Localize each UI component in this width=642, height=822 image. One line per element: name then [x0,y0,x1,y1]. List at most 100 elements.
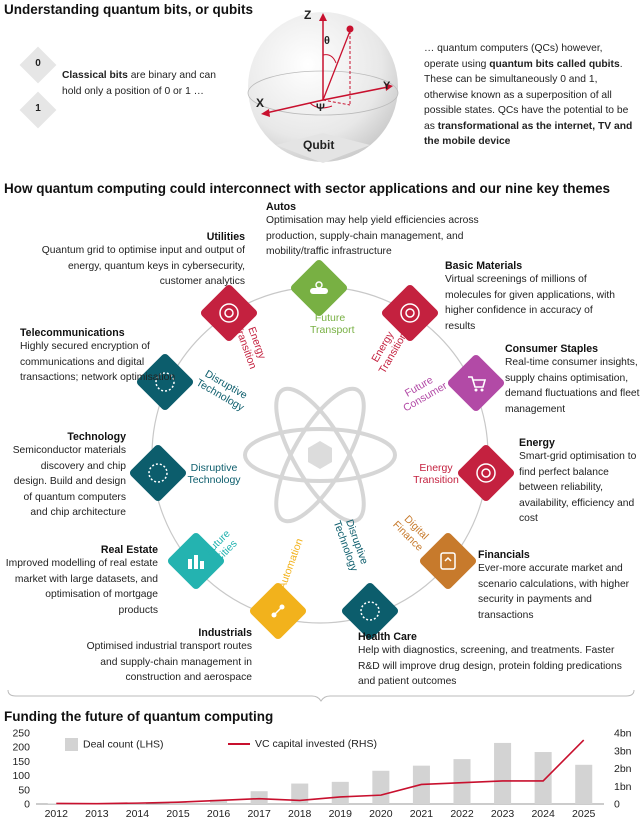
future-consumer-tile [446,353,506,413]
left-axis-tick-label: 200 [12,742,30,754]
right-axis-tick-label: 2bn [614,763,632,775]
vc-capital-line [56,739,585,805]
disruptive-technology-tile-technology [128,443,188,503]
x-axis-tick-label: 2013 [85,808,109,820]
x-axis-tick-label: 2020 [369,808,393,820]
bloch-sphere [247,12,399,163]
sector-title: Industrials [198,627,252,639]
digital-finance-tile [418,531,478,591]
qc-text-part1: … quantum computers (QCs) however, opera… [424,43,603,70]
sector-title: Utilities [206,231,245,243]
legend-vc-capital: VC capital invested (RHS) [228,738,377,750]
legend-bar-swatch [65,738,78,751]
future-cities-tile [166,531,226,591]
x-axis-tick-label: 2018 [288,808,312,820]
sector-title: Basic Materials [445,260,523,272]
x-axis-tick-label: 2023 [491,808,515,820]
sector-title: Consumer Staples [505,343,599,355]
bit-0-label: 0 [35,58,41,69]
x-axis-tick-label: 2022 [450,808,474,820]
deal-count-bar [210,799,228,804]
disruptive-technology-tile-telecom [135,352,195,412]
sector-text: Optimised industrial transport routes an… [86,641,252,683]
right-axis-tick-label: 1bn [614,781,632,793]
qubit-label: Qubit [303,138,335,152]
automation-tile [248,581,308,641]
left-axis-tick-label: 100 [12,770,30,782]
sector-text: Ever-more accurate market and scenario c… [478,563,630,621]
legend-line-swatch [228,743,250,746]
sector-utilities: Utilities Quantum grid to optimise input… [40,231,245,290]
legend-line-label: VC capital invested (RHS) [255,738,377,750]
legend-deal-count: Deal count (LHS) [65,738,164,751]
funding-title: Funding the future of quantum computing [4,709,274,724]
sector-technology: Technology Semiconductor materials disco… [8,431,126,521]
deal-count-bar [494,742,512,804]
theme-wheel [151,286,489,624]
right-axis-tick-label: 4bn [614,728,632,740]
classical-bits-text: Classical bits are binary and can hold o… [62,68,232,99]
left-axis-tick-label: 0 [24,799,30,811]
sector-text: Real-time consumer insights, supply chai… [505,357,640,415]
classical-bits-bold: Classical bits [62,70,128,81]
sector-text: Optimisation may help yield efficiencies… [266,215,479,257]
sector-basic-materials: Basic Materials Virtual screenings of mi… [445,260,625,334]
theme-label-energy-transition-energy: Energy Transition [413,462,459,486]
qc-text-bold2: transformational as the internet, TV and… [424,120,633,148]
x-axis-tick-label: 2012 [45,808,69,820]
sector-text: Quantum grid to optimise input and outpu… [41,245,245,287]
section-brace [7,689,635,702]
deal-count-bar [250,791,268,804]
sector-title: Autos [266,201,297,213]
atom-icon [243,386,397,524]
sector-text: Virtual screenings of millions of molecu… [445,274,615,332]
disruptive-technology-tile-health-care [340,581,400,641]
sector-title: Telecommunications [20,327,125,339]
x-axis-tick-label: 2016 [207,808,231,820]
sector-title: Financials [478,549,530,561]
qubits-title: Understanding quantum bits, or qubits [4,2,253,17]
sector-real-estate: Real Estate Improved modelling of real e… [4,544,158,618]
qc-text-bold1: quantum bits called qubits [489,58,620,70]
axis-z-label: Z [304,8,312,22]
sector-text: Semiconductor materials discovery and ch… [12,445,126,518]
left-axis-tick-label: 250 [12,728,30,740]
psi-label: Ψ [316,102,325,114]
sector-text: Help with diagnostics, screening, and tr… [358,645,622,687]
x-axis-tick-label: 2025 [572,808,596,820]
future-transport-tile [289,258,349,318]
sector-energy: Energy Smart-grid optimisation to find p… [519,437,639,527]
left-axis-tick-label: 50 [18,784,30,796]
left-axis-tick-label: 150 [12,756,30,768]
x-axis-tick-label: 2021 [410,808,434,820]
sectors-title: How quantum computing could interconnect… [4,181,611,196]
sector-title: Technology [67,431,126,443]
sector-text: Highly secured encryption of communicati… [20,341,176,383]
theta-label: θ [324,35,330,47]
quantum-computers-text: … quantum computers (QCs) however, opera… [424,41,638,150]
axis-x-label: X [256,96,265,110]
right-axis-tick-label: 3bn [614,745,632,757]
x-axis-tick-label: 2015 [166,808,190,820]
deal-count-bar [575,764,593,804]
legend-bar-label: Deal count (LHS) [83,738,164,751]
sector-title: Real Estate [100,544,158,556]
x-axis-tick-label: 2019 [329,808,353,820]
deal-count-bar [534,752,552,804]
classical-bits-rest: are binary and can hold only a position … [62,70,216,97]
sector-autos: Autos Optimisation may help yield effici… [266,201,486,260]
sector-title: Energy [519,437,555,449]
x-axis-tick-label: 2024 [531,808,555,820]
deal-count-bar [453,759,471,804]
sector-financials: Financials Ever-more accurate market and… [478,549,638,623]
right-axis-tick-label: 0 [614,799,620,811]
theme-label-future-transport: Future Transport [310,312,355,336]
sector-health-care: Health Care Help with diagnostics, scree… [358,631,638,690]
x-axis-tick-label: 2017 [247,808,271,820]
sector-title: Health Care [358,631,417,643]
deal-count-bar [372,770,390,804]
deal-count-bar [291,783,309,804]
sector-text: Improved modelling of real estate market… [5,558,158,616]
energy-transition-tile-utilities [199,283,259,343]
